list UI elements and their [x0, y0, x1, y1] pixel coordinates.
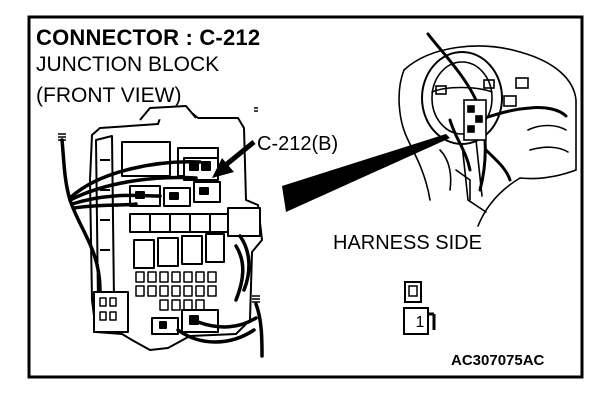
relay-4 — [205, 233, 225, 263]
callout-arrow — [212, 140, 256, 178]
junction-block-top-tab — [139, 105, 197, 121]
harness-connector-symbol — [403, 281, 436, 335]
side-relay — [227, 207, 261, 237]
dashboard-junction-block — [463, 99, 487, 141]
location-wedge — [282, 134, 450, 212]
harness-side-label: HARNESS SIDE — [333, 232, 482, 254]
harness-wires — [60, 138, 264, 358]
long-connector-bar — [129, 213, 231, 233]
steering-wheel — [421, 51, 503, 145]
connector-title: CONNECTOR : C-212 — [36, 25, 261, 50]
relay-2 — [157, 237, 179, 267]
junction-block — [89, 105, 263, 351]
view-label: (FRONT VIEW) — [36, 84, 182, 107]
dashboard-illustration — [398, 45, 577, 227]
junction-block-label: JUNCTION BLOCK — [36, 53, 220, 76]
figure-code: AC307075AC — [451, 352, 545, 369]
figure-frame — [27, 15, 584, 379]
relay-1 — [133, 239, 155, 269]
fuse-grid — [135, 271, 217, 311]
pin-number: 1 — [415, 314, 425, 331]
wire-end-ticks — [58, 107, 260, 303]
relay-3 — [181, 235, 203, 265]
connector-callout-label: C-212(B) — [257, 133, 339, 155]
upper-relay-left — [121, 141, 171, 177]
connector-body — [403, 307, 429, 335]
